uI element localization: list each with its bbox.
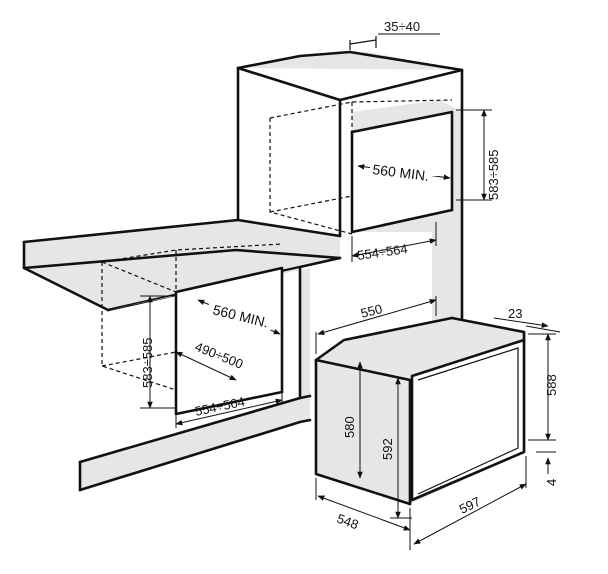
base-cabinet — [78, 266, 312, 492]
dim-wall-niche-height: 583÷585 — [486, 149, 501, 200]
oven — [314, 316, 526, 506]
dim-oven-depth-top: 550 — [359, 301, 384, 321]
dim-oven-width: 597 — [457, 494, 483, 517]
dim-oven-bottom-gap: 4 — [544, 479, 559, 486]
dim-oven-panel-depth: 23 — [508, 306, 522, 321]
dim-clearance-top: 35÷40 — [384, 19, 420, 34]
dim-oven-depth-bottom: 548 — [335, 511, 361, 533]
dim-line-wall-width — [351, 238, 437, 258]
dim-line-under-cutout — [175, 351, 237, 381]
worktop — [22, 218, 342, 312]
dim-wall-niche-width: 554÷564 — [356, 241, 408, 263]
dim-line-oven-width — [413, 483, 527, 545]
dim-oven-front-height: 588 — [544, 374, 559, 396]
dim-line-oven-depth-bottom — [317, 495, 411, 531]
dim-oven-body-height: 580 — [342, 416, 357, 438]
dim-oven-total-height: 592 — [380, 438, 395, 460]
dim-line-oven-depth-top — [317, 299, 437, 335]
dim-under-niche-height: 583÷585 — [140, 337, 155, 388]
dim-line-under-width — [175, 398, 283, 426]
dim-wall-niche-depth: 560 MIN. — [372, 161, 430, 184]
